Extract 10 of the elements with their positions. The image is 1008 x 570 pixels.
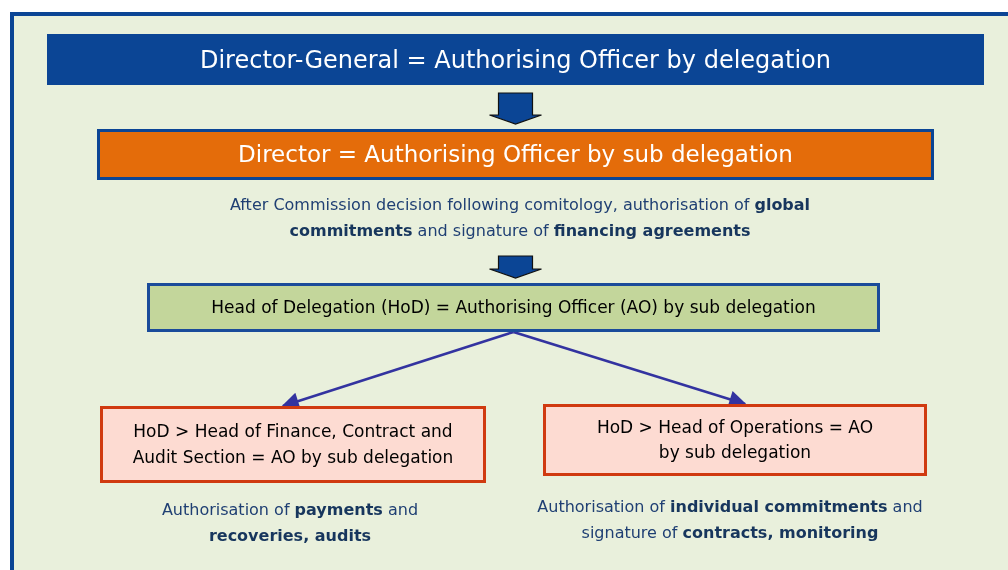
responsibility-note: Authorisation of payments and recoveries, audits: [160, 499, 420, 547]
role-box: HoD > Head of Operations = AO by sub delegation: [543, 404, 927, 476]
role-box: Head of Delegation (HoD) = Authorising Officer (AO) by sub delegation: [147, 283, 880, 332]
role-box: HoD > Head of Finance, Contract and Audit Section = AO by sub delegation: [100, 406, 486, 483]
title-banner: Director-General = Authorising Officer by delegation: [47, 34, 984, 85]
responsibility-note: Authorisation of individual commitments and signature of contracts, monitoring: [536, 496, 924, 544]
responsibility-note: After Commission decision following comitology, authorisation of global commitments and signature of financing agreements: [228, 194, 812, 242]
block-arrow: [488, 92, 543, 125]
block-arrow: [488, 255, 543, 279]
role-box: Director = Authorising Officer by sub delegation: [97, 129, 934, 180]
